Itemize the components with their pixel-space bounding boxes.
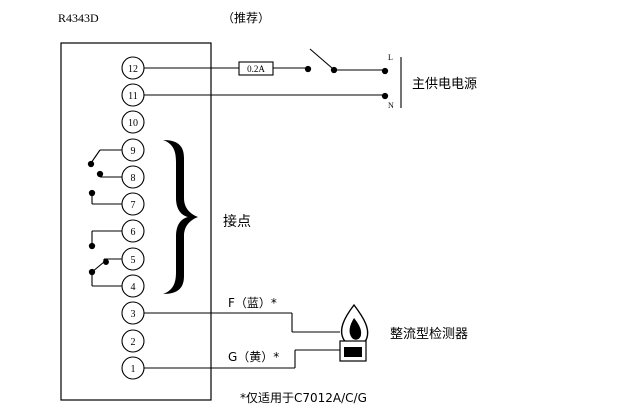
terminal-label: 10: [128, 118, 138, 129]
power-wiring: [144, 48, 402, 108]
terminal-8: 8: [121, 165, 145, 189]
terminal-12: 12: [121, 56, 145, 80]
model-label: R4343D: [58, 11, 99, 25]
terminal-label: 1: [131, 364, 136, 375]
contact-set-lower: [88, 230, 122, 287]
terminal-label: 5: [131, 255, 136, 266]
power-supply-label: 主供电电源: [412, 77, 477, 92]
terminal-label: 12: [128, 64, 138, 75]
terminal-label: 4: [131, 282, 136, 293]
contact-set-upper: [87, 149, 122, 205]
terminal-2: 2: [121, 329, 145, 353]
terminal-label: 3: [131, 309, 136, 320]
device-box: [60, 42, 212, 401]
terminal-9: 9: [121, 138, 145, 162]
fuse-label: 0.2A: [247, 64, 265, 74]
contacts-brace: [163, 140, 198, 294]
terminal-6: 6: [121, 219, 145, 243]
terminal-7: 7: [121, 192, 145, 216]
wire-g-label: G（黄）*: [228, 350, 279, 364]
recommended-label: （推荐）: [222, 11, 270, 25]
flame-icon: [339, 303, 369, 362]
terminal-label: 2: [131, 337, 136, 348]
line-n-label: N: [388, 101, 394, 110]
footnote: *仅适用于C7012A/C/G: [240, 391, 367, 405]
terminal-label: 6: [131, 227, 136, 238]
terminal-1: 1: [121, 356, 145, 380]
detector-wiring: [144, 312, 340, 369]
terminal-label: 8: [131, 173, 136, 184]
contacts-label: 接点: [223, 213, 251, 230]
terminal-label: 11: [128, 91, 138, 102]
wire-f-label: F（蓝）*: [228, 296, 277, 310]
terminal-3: 3: [121, 301, 145, 325]
terminal-label: 7: [131, 200, 136, 211]
terminal-5: 5: [121, 247, 145, 271]
terminal-label: 9: [131, 146, 136, 157]
terminal-11: 11: [121, 83, 145, 107]
terminal-10: 10: [121, 110, 145, 134]
detector-label: 整流型检测器: [390, 327, 468, 342]
line-l-label: L: [388, 53, 393, 62]
terminal-4: 4: [121, 274, 145, 298]
